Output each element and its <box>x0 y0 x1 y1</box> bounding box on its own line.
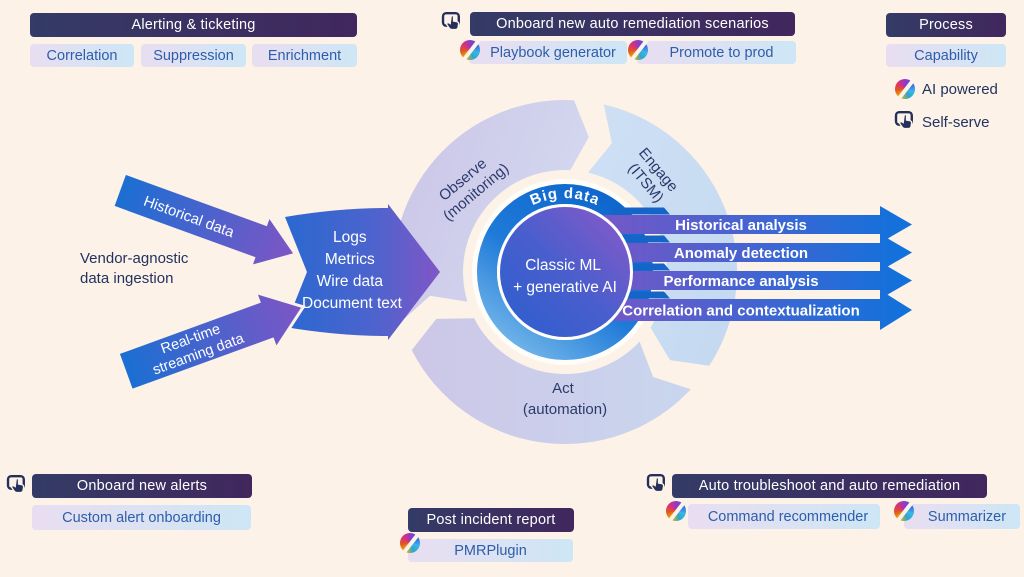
copilot-icon <box>628 40 648 60</box>
correlation-label: Correlation <box>46 47 118 64</box>
copilot-icon <box>460 40 480 60</box>
vendor-agnostic-label: Vendor-agnostic data ingestion <box>80 249 188 290</box>
custom-alert-onboarding-box: Custom alert onboarding <box>32 505 251 530</box>
copilot-icon <box>666 501 686 521</box>
legend-capability-box: Capability <box>886 44 1006 67</box>
legend-ai-powered: AI powered <box>922 81 998 98</box>
onboard-remediation-header: Onboard new auto remediation scenarios <box>470 12 795 36</box>
observe-segment <box>392 99 589 323</box>
core-label: Classic ML + generative AI <box>513 257 617 296</box>
data-types-label: Logs Metrics Wire data Document text <box>302 229 403 312</box>
command-recommender-label: Command recommender <box>707 508 869 525</box>
copilot-icon <box>894 501 914 521</box>
anomaly-detection-label: Anomaly detection <box>674 245 808 262</box>
summarizer-box: Summarizer <box>904 504 1020 529</box>
onboard-remediation-label: Onboard new auto remediation scenarios <box>496 16 769 32</box>
correlation-contextualization-arrow <box>572 290 912 330</box>
act-segment <box>411 318 691 445</box>
copilot-icon <box>895 79 915 99</box>
legend-self-serve: Self-serve <box>922 114 990 131</box>
historical-analysis-arrow <box>572 206 912 243</box>
vendor-agnostic-line2: data ingestion <box>80 270 174 288</box>
self-serve-icon <box>646 473 668 495</box>
lifecycle-ring-graphic: Observe (monitoring) Engage (ITSM) Act (… <box>392 99 912 445</box>
alerting-ticketing-label: Alerting & ticketing <box>131 17 256 33</box>
historical-analysis-label: Historical analysis <box>675 217 807 234</box>
promote-to-prod-box: Promote to prod <box>637 41 796 64</box>
ingestion-arrows-graphic: Logs Metrics Wire data Document text His… <box>110 171 440 393</box>
core-circle <box>500 207 630 337</box>
performance-analysis-arrow <box>572 262 912 299</box>
pmrplugin-label: PMRPlugin <box>454 542 527 559</box>
legend-capability-label: Capability <box>914 47 978 64</box>
enrichment-box: Enrichment <box>252 44 357 67</box>
suppression-label: Suppression <box>153 47 234 64</box>
vendor-agnostic-line1: Vendor-agnostic <box>80 250 189 267</box>
self-serve-icon <box>894 110 916 132</box>
arrow-strip <box>612 207 670 215</box>
realtime-data-arrow <box>116 289 306 393</box>
enrichment-label: Enrichment <box>267 47 342 64</box>
historical-data-arrow <box>110 171 298 269</box>
playbook-generator-box: Playbook generator <box>469 41 627 64</box>
auto-troubleshoot-label: Auto troubleshoot and auto remediation <box>698 478 961 494</box>
performance-analysis-label: Performance analysis <box>663 273 818 290</box>
post-incident-report-label: Post incident report <box>426 512 556 528</box>
custom-alert-onboarding-label: Custom alert onboarding <box>62 509 221 526</box>
act-label: Act (automation) <box>523 380 607 418</box>
correlation-box: Correlation <box>30 44 134 67</box>
post-incident-report-header: Post incident report <box>408 508 574 532</box>
promote-to-prod-label: Promote to prod <box>669 44 774 61</box>
arrow-strip <box>612 235 670 243</box>
self-serve-icon <box>441 11 463 33</box>
suppression-box: Suppression <box>141 44 246 67</box>
copilot-icon <box>400 533 420 553</box>
onboard-alerts-label: Onboard new alerts <box>76 478 208 494</box>
summarizer-label: Summarizer <box>927 508 1007 525</box>
alerting-ticketing-header: Alerting & ticketing <box>30 13 357 37</box>
legend-process-label: Process <box>919 17 973 33</box>
correlation-contextualization-label: Correlation and contextualization <box>622 303 860 320</box>
pmrplugin-box: PMRPlugin <box>408 539 573 562</box>
legend-process-box: Process <box>886 13 1006 37</box>
playbook-generator-label: Playbook generator <box>490 44 616 61</box>
auto-troubleshoot-header: Auto troubleshoot and auto remediation <box>672 474 987 498</box>
command-recommender-box: Command recommender <box>688 504 880 529</box>
anomaly-detection-arrow <box>572 234 912 271</box>
data-types-arrow <box>285 204 440 340</box>
onboard-alerts-header: Onboard new alerts <box>32 474 252 498</box>
self-serve-icon <box>6 474 28 496</box>
